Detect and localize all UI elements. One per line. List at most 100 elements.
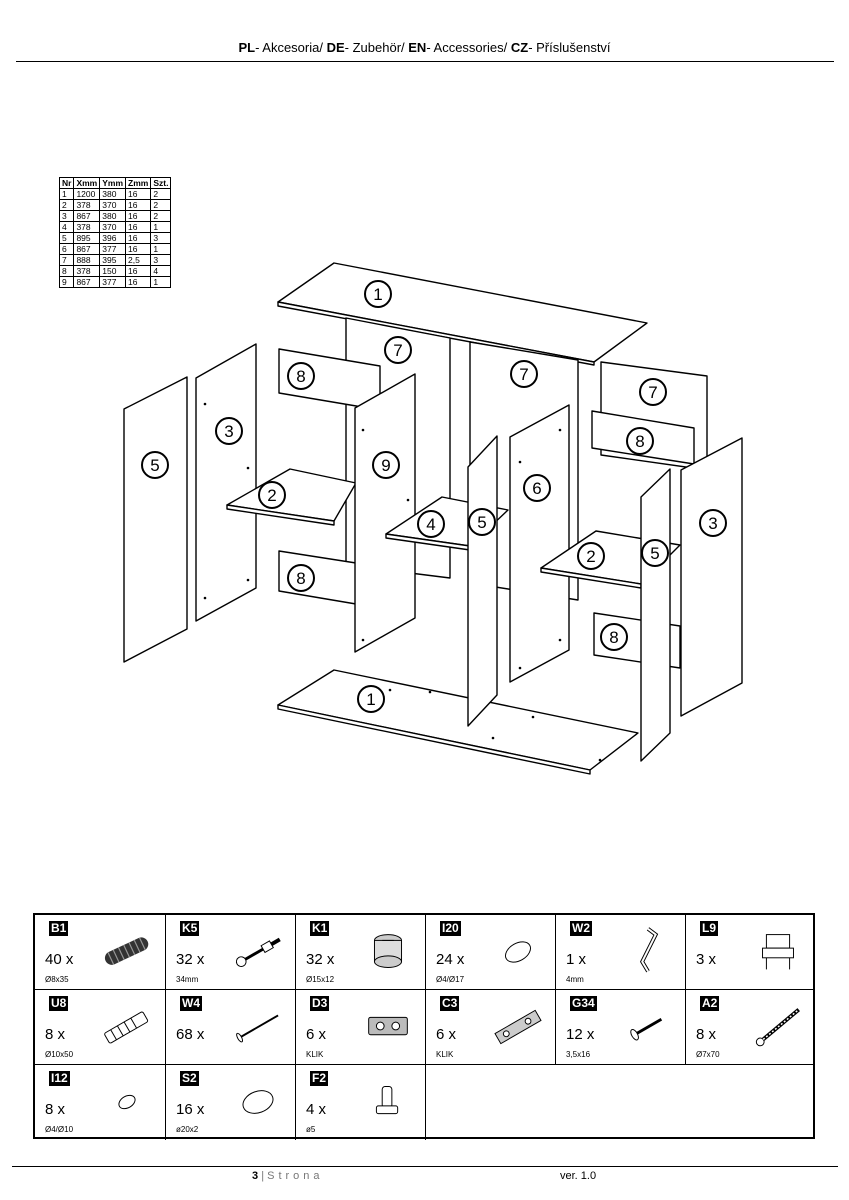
hardware-spec: ø20x2 xyxy=(176,1125,199,1134)
table-cell: 4 xyxy=(150,265,172,277)
header-text-pl: - Akcesoria/ xyxy=(255,40,327,55)
hardware-code: I12 xyxy=(49,1071,70,1086)
header-text-de: - Zubehör/ xyxy=(344,40,409,55)
svg-text:5: 5 xyxy=(477,513,486,532)
header-code-de: DE xyxy=(326,40,345,55)
table-header-cell: Szt. xyxy=(150,177,172,189)
hardware-spec: Ø7x70 xyxy=(696,1050,720,1059)
table-cell: 16 xyxy=(125,221,152,233)
hardware-spec: Ø15x12 xyxy=(306,975,335,984)
hardware-item: I12 8 x Ø4/Ø10 xyxy=(35,1065,166,1140)
hinge-icon xyxy=(368,1016,408,1036)
cam-bolt-icon xyxy=(235,937,281,967)
header-text-en: - Accessories/ xyxy=(426,40,511,55)
panel-3-side-left xyxy=(195,343,257,622)
svg-text:9: 9 xyxy=(381,456,390,475)
svg-text:2: 2 xyxy=(586,547,595,566)
hardware-spec: KLIK xyxy=(436,1050,454,1059)
svg-text:2: 2 xyxy=(267,486,276,505)
table-cell: 377 xyxy=(99,276,127,288)
hardware-quantity: 12 x xyxy=(566,1026,595,1043)
felt-pad-icon xyxy=(242,1090,274,1114)
svg-text:3: 3 xyxy=(224,422,233,441)
part-number-label: 8 xyxy=(600,623,628,651)
page-word: Strona xyxy=(267,1170,324,1182)
header-code-en: EN xyxy=(408,40,427,55)
page-number: 3 | Strona xyxy=(252,1170,324,1182)
version-label: ver. 1.0 xyxy=(560,1170,597,1182)
cover-cap-icon xyxy=(505,941,531,963)
hardware-code: F2 xyxy=(310,1071,329,1086)
svg-text:8: 8 xyxy=(296,569,305,588)
hardware-code: U8 xyxy=(49,996,69,1011)
shelf-pin-icon xyxy=(375,1086,399,1115)
part-number-label: 7 xyxy=(384,336,412,364)
table-cell: 1200 xyxy=(73,188,101,200)
header-code-pl: PL xyxy=(238,40,256,55)
part-number-label: 7 xyxy=(510,360,538,388)
panel-5-door-middle xyxy=(467,435,498,727)
header-text-cz: - Příslušenství xyxy=(528,40,611,55)
small-cap-icon xyxy=(118,1094,136,1110)
part-number-label: 6 xyxy=(523,474,551,502)
svg-text:8: 8 xyxy=(296,367,305,386)
hardware-spec: 34mm xyxy=(176,975,199,984)
hardware-code: A2 xyxy=(700,996,720,1011)
screw-icon xyxy=(630,1018,663,1041)
table-header-cell: Zmm xyxy=(125,177,152,189)
svg-text:6: 6 xyxy=(532,479,541,498)
part-number-label: 5 xyxy=(641,539,669,567)
table-cell: 370 xyxy=(99,221,127,233)
svg-text:7: 7 xyxy=(648,383,657,402)
table-cell: 1 xyxy=(150,276,172,288)
hardware-code: C3 xyxy=(440,996,460,1011)
hinge-arm-icon xyxy=(494,1009,542,1045)
hardware-spec: KLIK xyxy=(306,1050,324,1059)
table-header-cell: Xmm xyxy=(73,177,101,189)
table-header-cell: Nr xyxy=(58,177,75,189)
table-cell: 1 xyxy=(58,188,75,200)
hardware-quantity: 8 x xyxy=(696,1026,717,1043)
hardware-code: W4 xyxy=(180,996,202,1011)
hardware-quantity: 32 x xyxy=(176,951,205,968)
table-cell: 1 xyxy=(150,221,172,233)
hardware-quantity: 40 x xyxy=(45,951,74,968)
hardware-quantity: 32 x xyxy=(306,951,335,968)
svg-text:8: 8 xyxy=(635,432,644,451)
table-cell: 380 xyxy=(99,188,127,200)
nail-icon xyxy=(236,1014,279,1043)
hardware-code: S2 xyxy=(180,1071,199,1086)
hardware-code: I20 xyxy=(440,921,461,936)
page-separator: | xyxy=(261,1170,265,1182)
hardware-item: A2 8 x Ø7x70 xyxy=(686,990,813,1065)
part-number-label: 2 xyxy=(258,481,286,509)
table-cell: 2 xyxy=(150,199,172,211)
hardware-spec: 4mm xyxy=(566,975,584,984)
hardware-code: B1 xyxy=(49,921,69,936)
panel-5-door-left xyxy=(123,376,188,663)
hardware-quantity: 3 x xyxy=(696,951,717,968)
hardware-quantity: 8 x xyxy=(45,1101,66,1118)
table-cell: 867 xyxy=(73,210,101,222)
part-number-label: 3 xyxy=(215,417,243,445)
part-number-label: 1 xyxy=(364,280,392,308)
part-number-label: 5 xyxy=(141,451,169,479)
panel-5-door-right xyxy=(640,468,671,762)
allen-key-icon xyxy=(639,927,659,973)
hardware-spec: Ø4/Ø10 xyxy=(45,1125,74,1134)
